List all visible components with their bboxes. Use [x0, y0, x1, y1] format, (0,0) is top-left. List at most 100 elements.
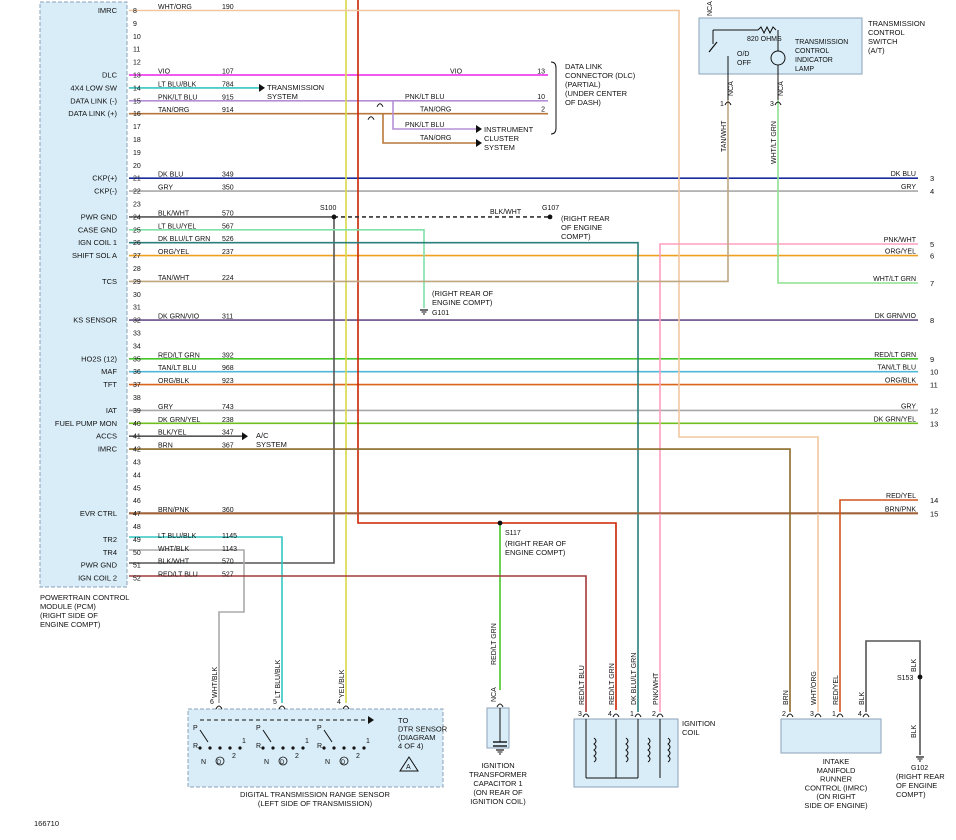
g102-location: COMPT): [896, 790, 926, 799]
pcm-wire-color: DK GRN/YEL: [158, 417, 201, 424]
pcm-pin-function: IGN COIL 2: [78, 574, 117, 583]
pcm-title: POWERTRAIN CONTROL: [40, 593, 129, 602]
pcm-title: (RIGHT SIDE OF: [40, 611, 98, 620]
arrow-icon: [476, 125, 482, 133]
cluster-title: SYSTEM: [484, 143, 515, 152]
coil-pin-number: 4: [608, 711, 612, 718]
coil-pin-number: 3: [578, 711, 582, 718]
pcm-circuit-number: 349: [222, 172, 234, 179]
dtr-pin-number: 6: [210, 699, 214, 706]
pcm-pin-number: 26: [133, 240, 141, 247]
cluster-pnk-label: PNK/LT BLU: [405, 122, 444, 129]
tcs-title: (A/T): [868, 46, 885, 55]
pcm-circuit-number: 526: [222, 236, 234, 243]
dtr-contact-dot: [301, 746, 305, 750]
pcm-wire-color: BLK/WHT: [158, 210, 190, 217]
tcs-wire1-label: TAN/WHT: [721, 120, 728, 152]
pcm-pin-number: 40: [133, 421, 141, 428]
connector-icon: [496, 703, 504, 708]
dlc-title: DATA LINK: [565, 62, 602, 71]
pcm-pin-number: 11: [133, 47, 140, 54]
dtr-pos-label: P: [256, 725, 261, 732]
edge-wire-label: ORG/YEL: [885, 249, 916, 256]
pcm-wire-color: GRY: [158, 404, 173, 411]
dtr-drive-circle: [339, 756, 349, 766]
pcm-circuit-number: 360: [222, 507, 234, 514]
dtr-to-label: TO: [398, 716, 408, 725]
edge-number: 4: [930, 187, 934, 196]
tcs-lamp-label: LAMP: [795, 66, 814, 73]
pcm-title: MODULE (PCM): [40, 602, 96, 611]
edge-number: 8: [930, 316, 934, 325]
g102-location: (RIGHT REAR: [896, 772, 945, 781]
wire-s100-pin51: [129, 216, 335, 564]
capacitor-title: IGNITION COIL): [470, 797, 526, 806]
dtr-pos-label: D: [341, 760, 346, 766]
pcm-pin-number: 35: [133, 356, 141, 363]
pcm-wire-color: TAN/ORG: [158, 107, 189, 114]
pcm-circuit-number: 968: [222, 365, 234, 372]
pcm-wire-color: LT BLU/BLK: [158, 533, 197, 540]
pcm-circuit-number: 914: [222, 107, 234, 114]
pcm-pin-number: 14: [133, 85, 141, 92]
cluster-title: CLUSTER: [484, 134, 520, 143]
edge-number: 5: [930, 240, 934, 249]
dtr-pos-label: P: [193, 725, 198, 732]
capacitor-wire-label: RED/LT GRN: [491, 623, 498, 665]
splice-s100: [331, 214, 337, 220]
dtr-pos-label: 2: [232, 753, 236, 760]
arrow-icon: [476, 139, 482, 147]
imrc-box: [780, 718, 882, 754]
pcm-pin-number: 21: [133, 176, 141, 183]
wire-blk-imrc: [865, 640, 921, 755]
pcm-circuit-number: 311: [222, 314, 233, 321]
imrc-pin-number: 4: [858, 711, 862, 718]
dlc-tan-label: TAN/ORG: [420, 107, 451, 114]
tcs-resistor-label: 820 OHMS: [747, 36, 782, 43]
switch-blade: [708, 41, 718, 53]
imrc-wire-label: WHT/ORG: [811, 671, 818, 705]
pcm-pin-function: IAT: [106, 406, 118, 415]
pcm-pin-function: CKP(+): [92, 174, 117, 183]
pcm-circuit-number: 190: [222, 4, 234, 11]
wire-ign-coil-1: [129, 241, 639, 712]
pcm-pin-function: SHIFT SOL A: [72, 251, 117, 260]
pcm-wire-color: WHT/BLK: [158, 546, 189, 553]
dtr-contact-dot: [208, 746, 212, 750]
pcm-pin-function: DATA LINK (-): [70, 96, 117, 105]
arrow-icon: [242, 432, 248, 441]
dtr-contact-dot: [291, 746, 295, 750]
pcm-pin-function: CASE GND: [78, 225, 118, 234]
wire-imrc-red-yel: [839, 499, 918, 712]
pcm-pin-number: 10: [133, 34, 141, 41]
tcs-lamp-label: CONTROL: [795, 48, 829, 55]
component-layer: [39, 1, 882, 788]
wire-red-s117: [357, 0, 617, 710]
pcm-pin-number: 52: [133, 576, 141, 583]
splice-s117: [497, 520, 503, 526]
arrow-icon: [259, 83, 265, 92]
coil-winding-icon: [593, 737, 597, 763]
wire-tcs-tan-wht: [129, 100, 729, 283]
tcs-pin-3: 3: [770, 101, 774, 108]
ac-system-label: SYSTEM: [256, 440, 287, 449]
tcs-box: [698, 17, 863, 75]
connector-icon: [342, 705, 350, 710]
connector-icon: [278, 705, 286, 710]
pcm-circuit-number: 1143: [222, 546, 237, 553]
tcs-lamp-label: INDICATOR: [795, 57, 833, 64]
connector-icon: [836, 713, 844, 718]
dlc-title: OF DASH): [565, 98, 601, 107]
pcm-circuit-number: 347: [222, 430, 234, 437]
edge-number: 10: [930, 368, 938, 377]
wire-tr4: [129, 549, 245, 703]
g101-label: G101: [432, 310, 449, 317]
ac-system-label: A/C: [256, 431, 269, 440]
pcm-wire-color: WHT/ORG: [158, 4, 192, 11]
pcm-pin-function: TCS: [102, 277, 117, 286]
blk-wire-label: BLK: [911, 658, 918, 672]
connector-icon: [724, 101, 732, 106]
pcm-pin-number: 37: [133, 382, 141, 389]
tcs-pin-1: 1: [720, 101, 724, 108]
